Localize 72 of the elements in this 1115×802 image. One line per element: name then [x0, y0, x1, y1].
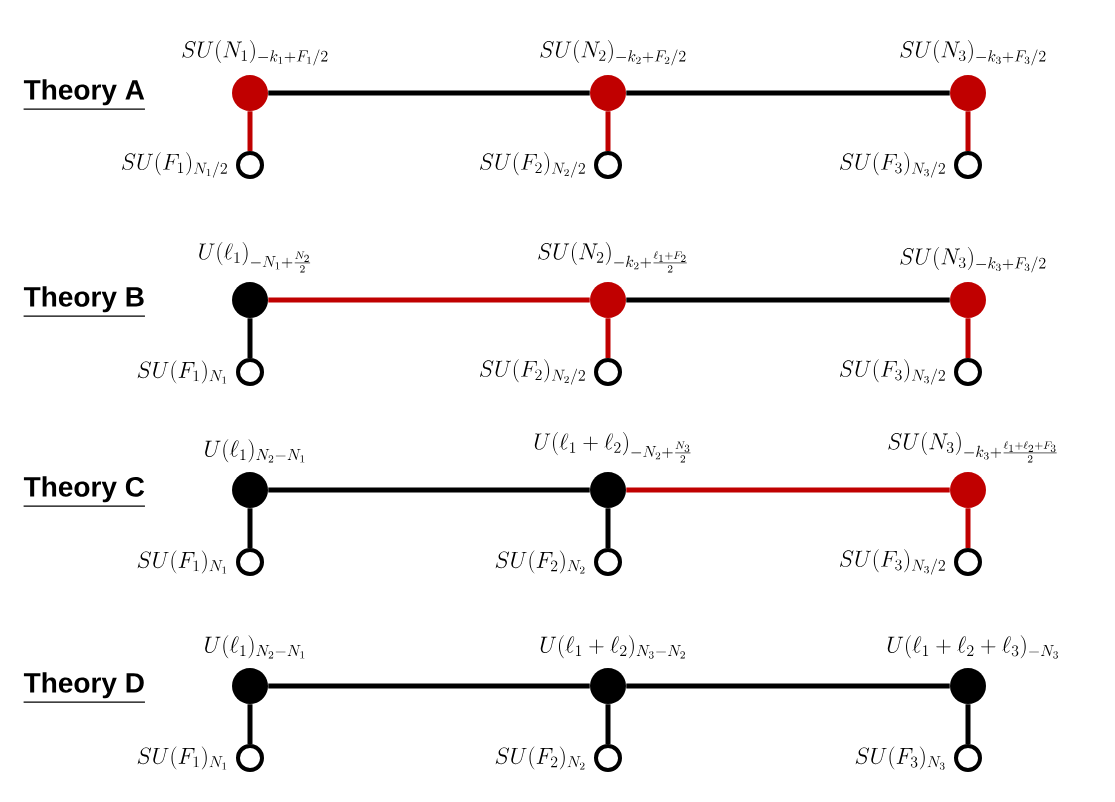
- connector-line: [626, 683, 950, 689]
- connector-line: [605, 704, 611, 744]
- filled-node: [232, 668, 268, 704]
- open-node: [594, 744, 622, 772]
- filled-node: [950, 75, 986, 111]
- connector-line: [268, 90, 590, 96]
- connector-line: [626, 90, 950, 96]
- formula-label: $SU(N_2)_{-k_2+\frac{\ell_1+F_2}{2}}$: [538, 242, 687, 273]
- formula-label: $U(\ell_1)_{-N_1+\frac{N_2}{2}}$: [199, 242, 311, 273]
- formula-label: $SU(F_2)_{N_2/2}$: [480, 152, 585, 178]
- formula-label: $U(\ell_1+\ell_2+\ell_3)_{-N_3}$: [887, 635, 1058, 659]
- connector-line: [626, 487, 950, 493]
- connector-line: [247, 111, 253, 151]
- connector-line: [965, 508, 971, 548]
- formula-label: $SU(F_1)_{N_1}$: [137, 360, 227, 384]
- formula-label: $SU(F_2)_{N_2/2}$: [480, 359, 585, 385]
- formula-label: $SU(N_3)_{-k_3+F_3/2}$: [900, 40, 1046, 66]
- connector-line: [965, 318, 971, 358]
- filled-node: [590, 472, 626, 508]
- open-node: [236, 548, 264, 576]
- theory-label: Theory D: [23, 672, 146, 703]
- formula-label: $SU(F_1)_{N_1}$: [137, 746, 227, 770]
- connector-line: [626, 297, 950, 303]
- open-node: [954, 548, 982, 576]
- formula-label: $U(\ell_1+\ell_2)_{N_3-N_2}$: [540, 635, 685, 659]
- connector-line: [268, 297, 590, 303]
- formula-label: $U(\ell_1)_{N_2-N_1}$: [205, 635, 305, 659]
- open-node: [236, 744, 264, 772]
- formula-label: $SU(F_2)_{N_2}$: [495, 550, 585, 574]
- formula-label: $SU(N_3)_{-k_3+F_3/2}$: [900, 247, 1046, 273]
- connector-line: [605, 111, 611, 151]
- filled-node: [950, 668, 986, 704]
- open-node: [954, 151, 982, 179]
- filled-node: [232, 282, 268, 318]
- filled-node: [590, 75, 626, 111]
- formula-label: $U(\ell_1)_{N_2-N_1}$: [205, 439, 305, 463]
- open-node: [594, 358, 622, 386]
- formula-label: $SU(F_3)_{N_3/2}$: [840, 152, 945, 178]
- open-node: [954, 358, 982, 386]
- formula-label: $SU(N_2)_{-k_2+F_2/2}$: [540, 40, 686, 66]
- filled-node: [232, 75, 268, 111]
- filled-node: [950, 282, 986, 318]
- formula-label: $SU(F_1)_{N_1}$: [137, 550, 227, 574]
- formula-label: $SU(F_2)_{N_2}$: [495, 746, 585, 770]
- formula-label: $SU(N_1)_{-k_1+F_1/2}$: [182, 40, 328, 66]
- filled-node: [950, 472, 986, 508]
- formula-label: $SU(F_1)_{N_1/2}$: [122, 152, 227, 178]
- connector-line: [965, 704, 971, 744]
- connector-line: [605, 318, 611, 358]
- connector-line: [247, 704, 253, 744]
- formula-label: $SU(F_3)_{N_3/2}$: [840, 359, 945, 385]
- open-node: [594, 151, 622, 179]
- connector-line: [268, 487, 590, 493]
- open-node: [236, 151, 264, 179]
- filled-node: [232, 472, 268, 508]
- theory-label: Theory B: [23, 286, 146, 317]
- formula-label: $SU(F_3)_{N_3/2}$: [840, 549, 945, 575]
- formula-label: $SU(F_3)_{N_3}$: [855, 746, 945, 770]
- open-node: [954, 744, 982, 772]
- open-node: [236, 358, 264, 386]
- formula-label: $SU(N_3)_{-k_3+\frac{\ell_1+\ell_2+F_3}{2}}$: [888, 432, 1057, 463]
- formula-label: $U(\ell_1+\ell_2)_{-N_2+\frac{N_3}{2}}$: [534, 432, 691, 463]
- filled-node: [590, 668, 626, 704]
- connector-line: [605, 508, 611, 548]
- connector-line: [247, 508, 253, 548]
- open-node: [594, 548, 622, 576]
- connector-line: [965, 111, 971, 151]
- connector-line: [268, 683, 590, 689]
- filled-node: [590, 282, 626, 318]
- connector-line: [247, 318, 253, 358]
- theory-label: Theory A: [23, 79, 146, 110]
- theory-label: Theory C: [23, 476, 146, 507]
